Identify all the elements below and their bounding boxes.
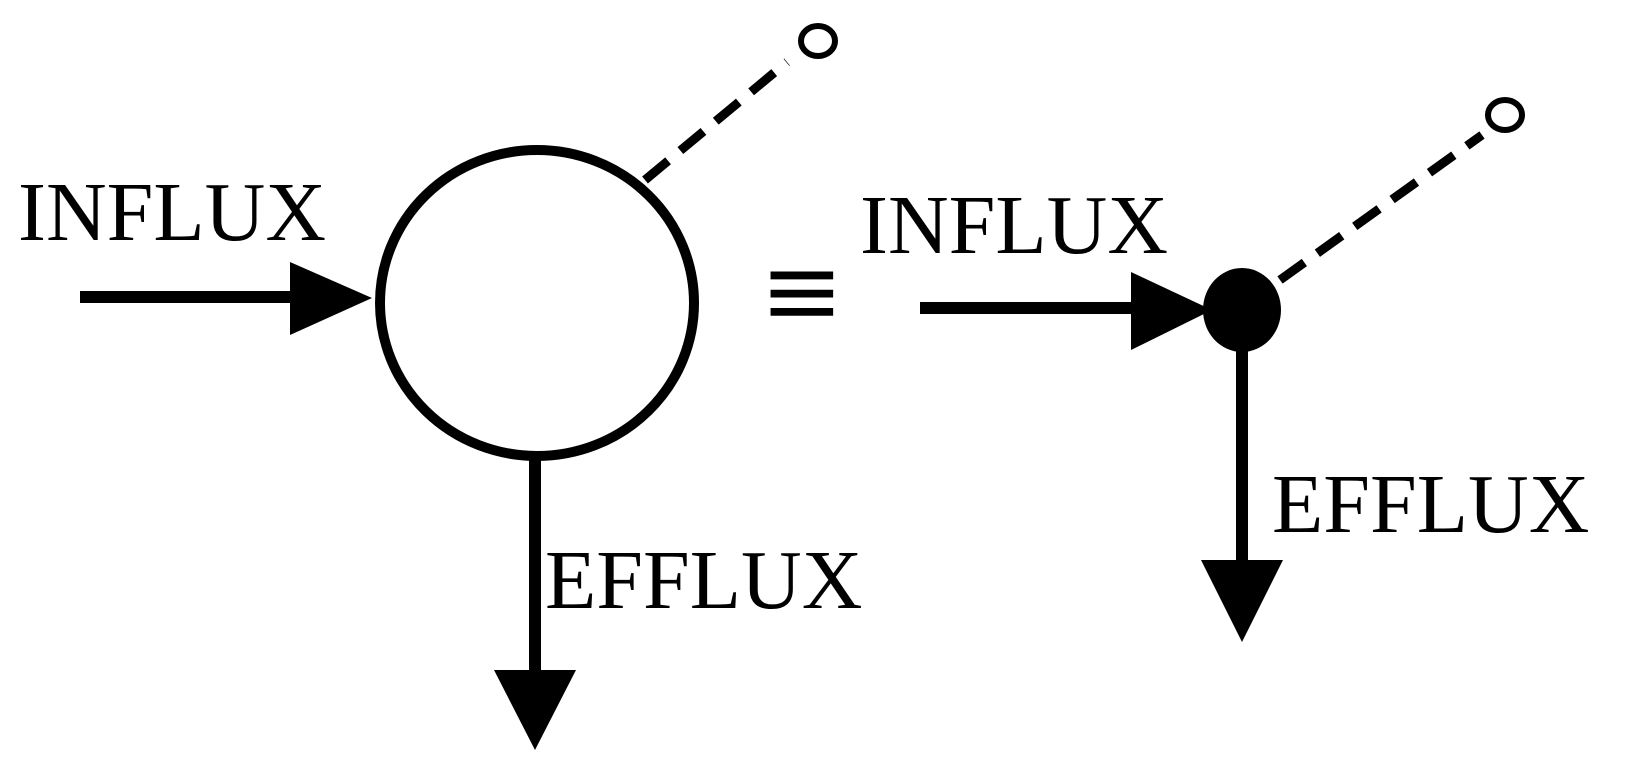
equivalence-symbol: ≡ — [760, 232, 844, 349]
right-efflux-label: EFFLUX — [1272, 458, 1589, 551]
right-efflux-arrowhead — [1201, 560, 1283, 642]
left-efflux-arrowhead — [494, 670, 576, 750]
left-influx-label: INFLUX — [18, 166, 326, 259]
point-node-dot — [1203, 268, 1281, 352]
right-terminal-node — [1485, 97, 1525, 133]
left-efflux-label: EFFLUX — [545, 534, 862, 627]
left-influx-arrowhead — [290, 262, 372, 335]
right-dashed-connector — [1277, 131, 1485, 284]
open-compartment-group: INFLUX EFFLUX — [18, 23, 862, 750]
left-terminal-node — [798, 23, 838, 59]
point-node-group: INFLUX EFFLUX — [860, 97, 1589, 642]
left-dashed-connector — [642, 58, 790, 184]
open-compartment-circle — [375, 145, 699, 461]
right-influx-arrowhead — [1131, 272, 1212, 350]
right-influx-label: INFLUX — [860, 179, 1168, 272]
